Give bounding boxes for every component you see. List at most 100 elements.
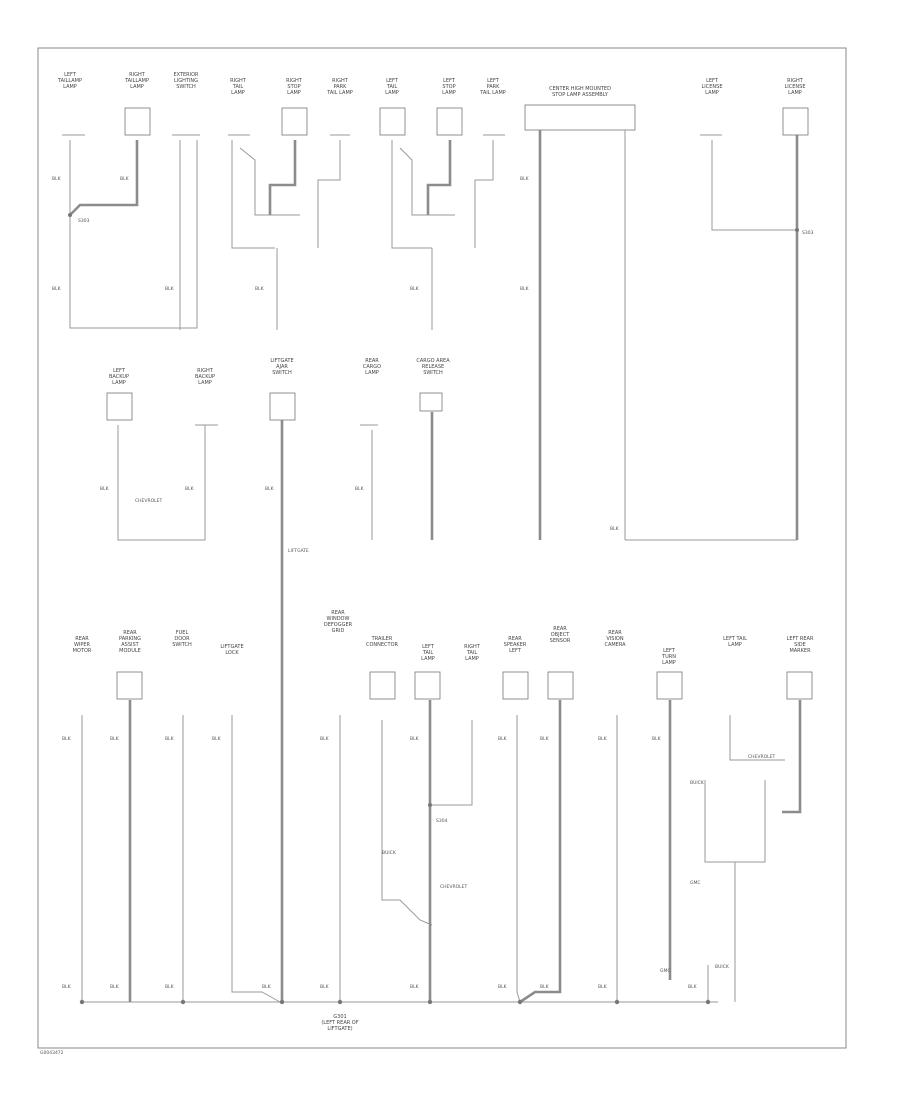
label-line: TAILLAMP (57, 78, 82, 84)
note: CHEVROLET (440, 884, 467, 890)
connector (436, 107, 463, 136)
note: BUICK (690, 780, 705, 786)
note: LIFTGATE (288, 548, 309, 554)
connector (106, 392, 133, 421)
wire-code: BLK (320, 984, 330, 990)
label-line: REAR (608, 630, 622, 636)
connector (782, 107, 809, 136)
label-line: CAMERA (604, 642, 626, 648)
wire-code: BLK (688, 984, 698, 990)
label-line: CENTER HIGH MOUNTED (549, 86, 611, 92)
label-line: STOP (442, 84, 455, 90)
center-stop-lamp-box (524, 104, 636, 131)
label-line: LAMP (198, 380, 212, 386)
label-line: MODULE (119, 648, 141, 654)
junction (428, 803, 432, 807)
note: GMC (660, 968, 671, 974)
label-line: LAMP (788, 90, 802, 96)
wire-codes: BLK BLK BLK BLK BLK BLK BLK BLK BLK BLK … (52, 176, 698, 990)
label-line: LAMP (662, 660, 676, 666)
wire-code: BLK (320, 736, 330, 742)
label-line: TRAILER (371, 636, 393, 642)
wire-code: BLK (410, 286, 420, 292)
wire (317, 140, 341, 215)
wire-code: BLK (265, 486, 275, 492)
wire (391, 140, 432, 249)
wire-code: BLK (610, 526, 620, 532)
wire-code: BLK (355, 486, 365, 492)
note: CHEVROLET (748, 754, 775, 760)
connector (547, 671, 574, 700)
label-line: RIGHT (332, 78, 349, 84)
wire-code: BLK (520, 286, 530, 292)
label-line: LEFT (443, 78, 456, 84)
label-line: LAMP (705, 90, 719, 96)
label-line: CONNECTOR (366, 642, 399, 648)
label-line: LAMP (63, 84, 77, 90)
junction (427, 999, 433, 1005)
junction-points (68, 213, 799, 1005)
label-line: LICENSE (785, 84, 806, 90)
connector (281, 107, 308, 136)
junction (279, 999, 285, 1005)
label-line: LEFT (64, 72, 77, 78)
label-line: MARKER (789, 648, 811, 654)
wire (729, 715, 785, 761)
label-line: LEFT (663, 648, 676, 654)
wire-code: BLK (52, 176, 62, 182)
wire (231, 140, 275, 249)
wire-code: BLK (212, 736, 222, 742)
label-line: LOCK (225, 650, 239, 656)
wire-code: BLK (520, 176, 530, 182)
label-line: LEFT (422, 644, 435, 650)
label-line: SWITCH (172, 642, 192, 648)
wire (711, 140, 797, 231)
wire (69, 140, 139, 216)
wire-code: BLK (185, 486, 195, 492)
wire (474, 140, 494, 215)
label-line: REAR (123, 630, 137, 636)
label-line: LEFT (509, 648, 522, 654)
wire (69, 140, 198, 329)
wire-code: BLK (110, 984, 120, 990)
label-line: MOTOR (73, 648, 92, 654)
label-line: LAMP (465, 656, 479, 662)
label-line: LIFTGATE (220, 644, 243, 650)
label-line: LAMP (130, 84, 144, 90)
wire-code: BLK (110, 736, 120, 742)
wire-code: BLK (540, 984, 550, 990)
wire-code: BLK (598, 736, 608, 742)
notes: S303 S303 S304 LIFTGATE CHEVROLET BUICK … (78, 218, 814, 974)
label-line: GRID (332, 628, 345, 634)
label-line: DEFOGGER (324, 622, 353, 628)
connector (379, 107, 406, 136)
label-line: TAIL LAMP (479, 90, 506, 96)
wire-code: BLK (165, 984, 175, 990)
wire (519, 700, 562, 1004)
wire-code: BLK (262, 984, 272, 990)
label-line: REAR (365, 358, 379, 364)
label-line: STOP LAMP ASSEMBLY (552, 92, 609, 98)
label-line: STOP (287, 84, 300, 90)
label-line: SENSOR (550, 638, 571, 644)
label-line: LAMP (442, 90, 456, 96)
label-line: RIGHT (197, 368, 214, 374)
wire-code: BLK (652, 736, 662, 742)
label-line: TAILLAMP (124, 78, 149, 84)
label-line: EXTERIOR (173, 72, 199, 78)
label-line: SPEAKER (504, 642, 527, 648)
wire-code: BLK (62, 984, 72, 990)
wire (399, 147, 455, 216)
label-line: REAR (553, 626, 567, 632)
